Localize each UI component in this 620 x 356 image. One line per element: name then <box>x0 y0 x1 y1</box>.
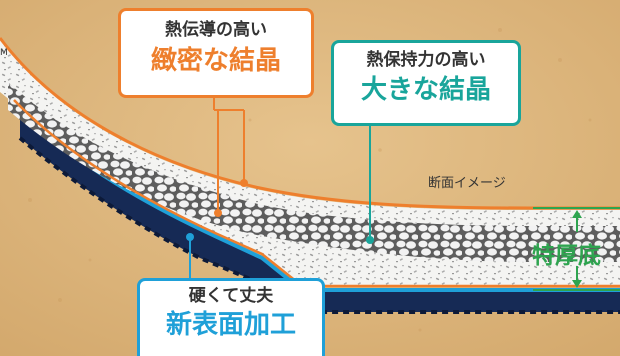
dense-crystal-subtitle: 熱伝導の高い <box>165 20 267 40</box>
dense-crystal-callout: 熱伝導の高い 緻密な結晶 <box>118 8 314 98</box>
navy-wave-edge <box>18 136 620 314</box>
cross-section-caption: 断面イメージ <box>428 176 506 191</box>
heat-crystal-subtitle: 熱保持力の高い <box>366 50 486 70</box>
heat-crystal-callout: 熱保持力の高い 大きな結晶 <box>331 40 521 126</box>
surface-subtitle: 硬くて丈夫 <box>188 286 274 306</box>
pebble-layer <box>8 82 620 262</box>
dense-crystal-connector <box>213 98 245 213</box>
thick-bottom-label: 特厚底 <box>532 243 601 269</box>
surface-title: 新表面加工 <box>165 309 296 340</box>
crystal-slab <box>0 40 620 284</box>
edge-mark: M <box>0 48 8 58</box>
surface-callout: 硬くて丈夫 新表面加工 <box>137 278 325 356</box>
heat-crystal-title: 大きな結晶 <box>360 74 491 105</box>
dense-crystal-title: 緻密な結晶 <box>150 45 281 76</box>
